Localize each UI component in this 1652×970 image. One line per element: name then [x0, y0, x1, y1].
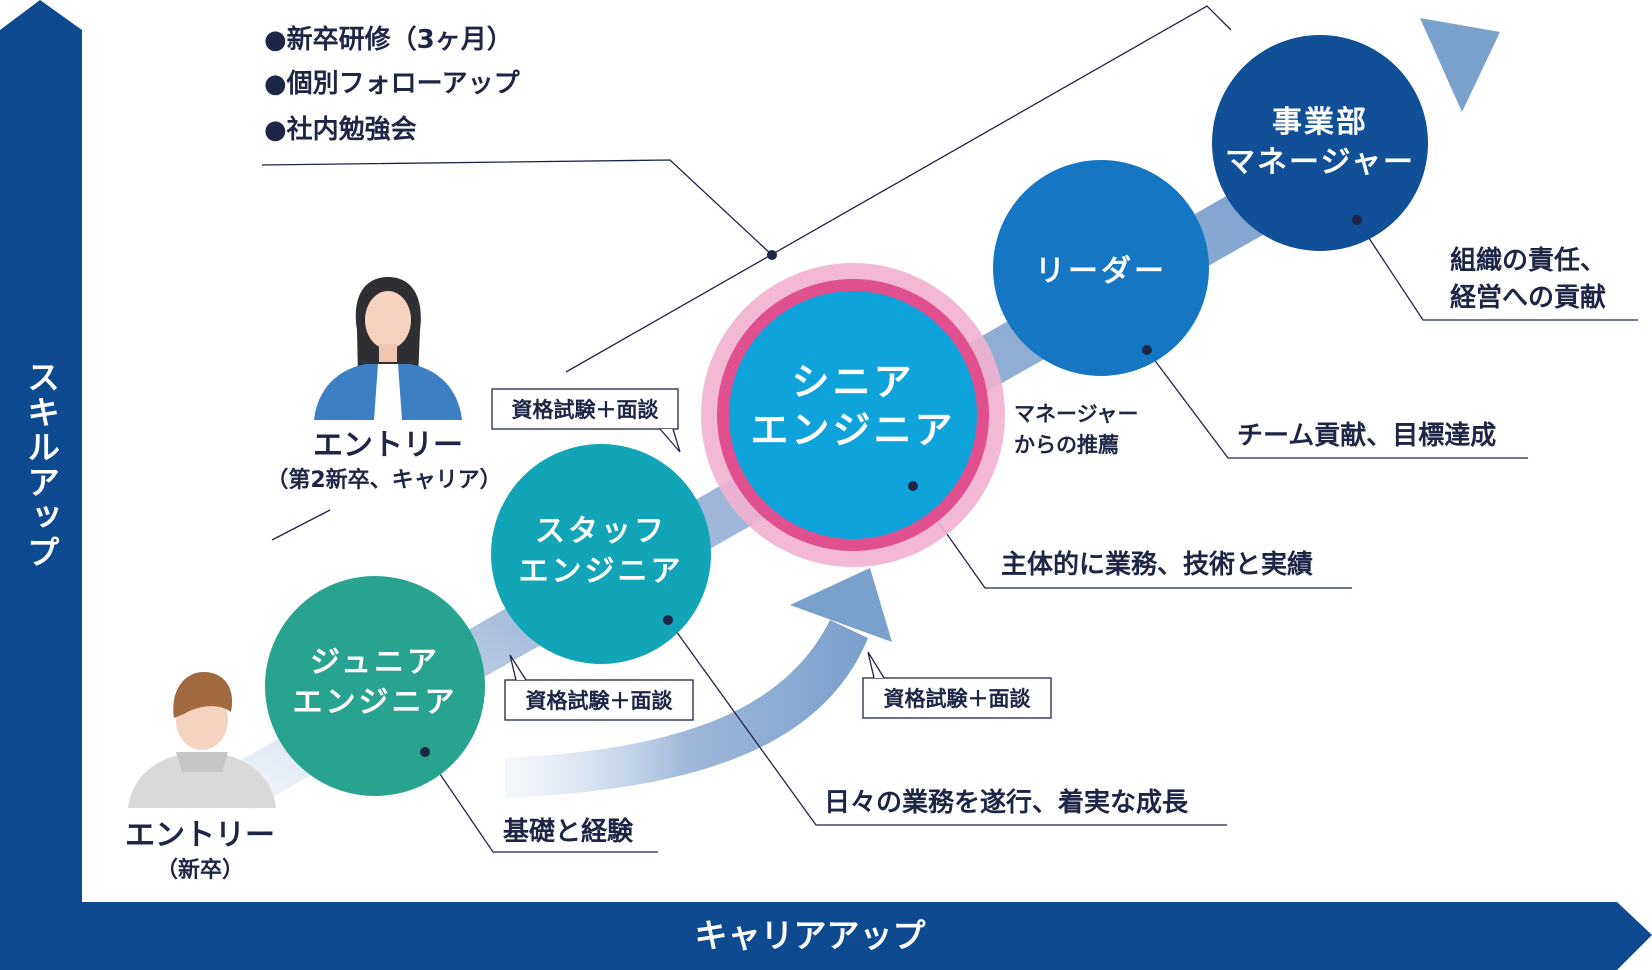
- manager-description-line1: 組織の責任、: [1450, 245, 1606, 276]
- leader-leader-line: [1146, 349, 1528, 459]
- exam-callout-top: 資格試験＋面談: [491, 388, 681, 453]
- curve-arrowhead-icon: [790, 568, 892, 642]
- newgrad-entry-avatar: [128, 672, 276, 808]
- curve-body: [505, 620, 868, 798]
- training-item-3: ●社内勉強会: [264, 114, 417, 145]
- senior-label-line1: シニア: [791, 360, 914, 404]
- woman-shirt-icon: [374, 364, 402, 420]
- junior-label-line2: エンジニア: [293, 685, 458, 720]
- manager-circle: [1212, 35, 1428, 251]
- staff-leader-line: [667, 619, 1227, 826]
- junior-circle: [265, 576, 485, 796]
- senior-circle: [729, 291, 977, 539]
- leader-description: チーム貢献、目標達成: [1237, 421, 1496, 451]
- manager-label-line1: 事業部: [1272, 105, 1368, 140]
- staff-circle: [491, 444, 711, 664]
- exam-callout-senior-box: [862, 677, 1052, 719]
- newgrad-entry-sub: （新卒）: [156, 857, 244, 883]
- exam-callout-top-box: [491, 388, 679, 430]
- man-hoodie-icon: [128, 754, 276, 808]
- newgrad-entry-title: エントリー: [125, 818, 275, 853]
- bracket-bottom-line: [271, 509, 331, 541]
- y-axis-arrow: [0, 0, 82, 902]
- exam-callout-top-tail: [659, 428, 681, 453]
- leader-lines: [261, 5, 1638, 853]
- manager-leader-line: [1356, 219, 1638, 321]
- junior-dot: [420, 747, 430, 757]
- exam-callout-senior-text: 資格試験＋面談: [884, 687, 1032, 711]
- manager-description-line2: 経営への貢献: [1450, 282, 1606, 313]
- exam-callout-staff: 資格試験＋面談: [504, 654, 694, 721]
- x-axis-label: キャリアアップ: [695, 916, 927, 955]
- exam-callout-staff-tail: [509, 654, 527, 681]
- x-axis: キャリアアップ: [0, 902, 1652, 970]
- bracket-dot: [767, 250, 777, 260]
- training-item-1: ●新卒研修（3ヶ月）: [264, 24, 513, 55]
- ribbon-arrowhead-icon: [1420, 18, 1500, 112]
- woman-neck-icon: [379, 344, 397, 362]
- manager-label-line2: マネージャー: [1225, 145, 1415, 180]
- leader-dot: [1142, 345, 1152, 355]
- senior-description: 主体的に業務、技術と実績: [1001, 549, 1313, 580]
- stage-senior: シニア エンジニア: [701, 263, 1005, 567]
- career-entry-title: エントリー: [313, 428, 463, 463]
- leader-label: リーダー: [1035, 254, 1167, 289]
- exam-callout-senior: 資格試験＋面談: [862, 651, 1052, 719]
- y-axis: スキルアップ: [0, 0, 82, 902]
- career-entry-sub: （第2新卒、キャリア）: [266, 467, 501, 493]
- manager-dot: [1352, 215, 1362, 225]
- training-list: ●新卒研修（3ヶ月） ●個別フォローアップ ●社内勉強会: [264, 24, 521, 145]
- woman-face-icon: [365, 291, 411, 349]
- y-axis-label: スキルアップ: [22, 360, 61, 570]
- senior-label-line2: エンジニア: [750, 408, 955, 452]
- recommend-line2: からの推薦: [1014, 433, 1119, 457]
- curved-promotion-arrow: [505, 568, 892, 798]
- stage-staff: スタッフ エンジニア: [491, 444, 711, 664]
- exam-callout-staff-text: 資格試験＋面談: [526, 689, 674, 713]
- staff-label-line2: エンジニア: [519, 554, 684, 589]
- training-leader-line: [261, 159, 773, 256]
- exam-callout-senior-tail: [867, 651, 885, 679]
- bracket-top-line: [565, 5, 1232, 373]
- senior-dot: [908, 481, 918, 491]
- exam-callout-top-text: 資格試験＋面談: [512, 398, 660, 422]
- staff-description: 日々の業務を遂行、着実な成長: [824, 787, 1189, 818]
- career-entry-avatar: [314, 277, 462, 420]
- junior-leader-line: [424, 751, 658, 853]
- stage-leader: リーダー: [993, 160, 1209, 376]
- stage-junior: ジュニア エンジニア: [265, 576, 485, 796]
- training-item-2: ●個別フォローアップ: [264, 69, 521, 99]
- exam-callout-staff-box: [504, 679, 694, 721]
- man-hood-icon: [176, 752, 228, 772]
- man-hair-icon: [173, 672, 233, 718]
- staff-dot: [663, 615, 673, 625]
- staff-label-line1: スタッフ: [535, 514, 667, 549]
- junior-description: 基礎と経験: [503, 816, 634, 847]
- leader-circle: [993, 160, 1209, 376]
- stage-manager: 事業部 マネージャー: [1212, 35, 1428, 251]
- x-axis-arrow: [0, 902, 1652, 970]
- recommend-line1: マネージャー: [1014, 402, 1139, 426]
- junior-label-line1: ジュニア: [310, 645, 440, 680]
